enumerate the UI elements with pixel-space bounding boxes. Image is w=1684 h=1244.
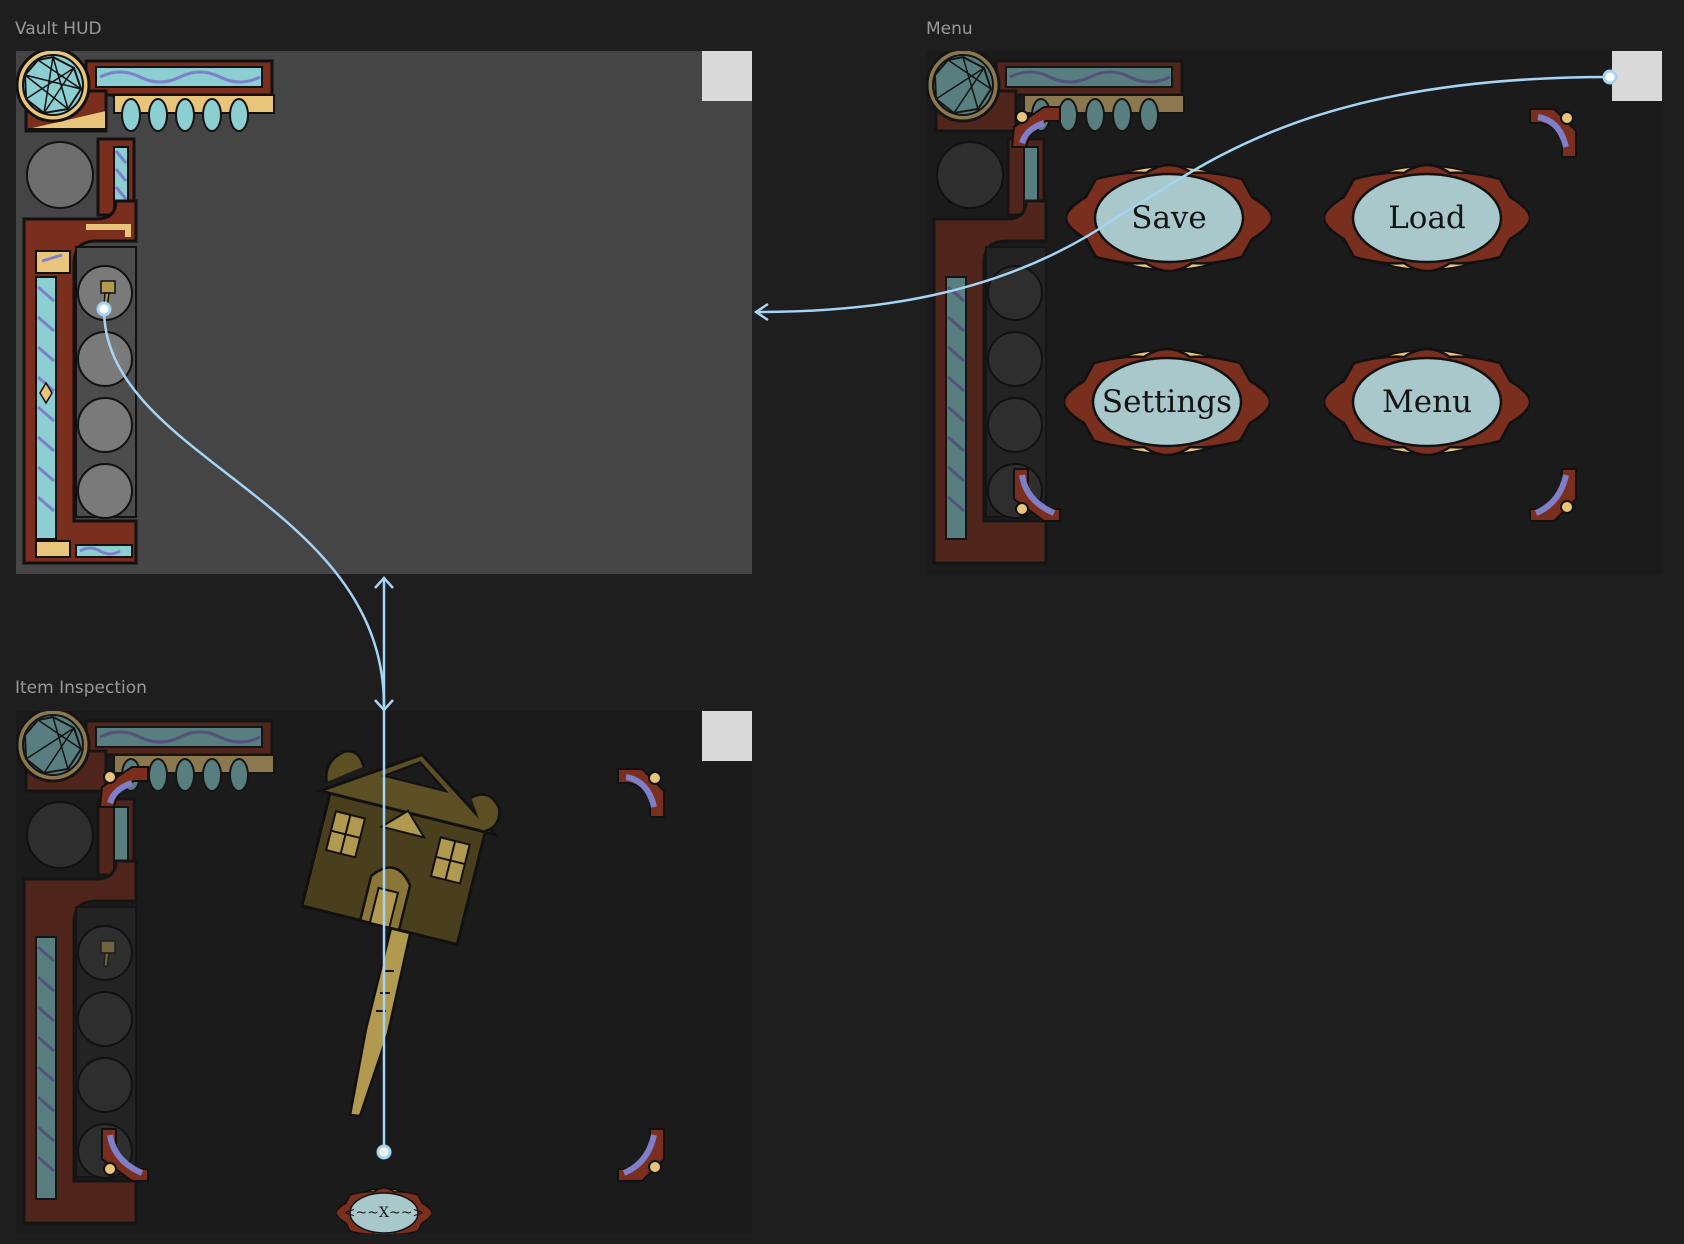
menu-inventory-slot-2 xyxy=(987,331,1043,387)
hud-inventory-slot-4[interactable] xyxy=(77,463,133,519)
key-icon xyxy=(100,940,116,968)
menu-button-label: Menu xyxy=(1381,384,1473,420)
bracket-top-left xyxy=(1010,106,1061,148)
hud-inventory-slot-2[interactable] xyxy=(77,331,133,387)
frame-label-item-inspection: Item Inspection xyxy=(15,678,147,698)
key-icon xyxy=(100,280,116,308)
ornate-button-frame xyxy=(1064,347,1270,457)
settings-button[interactable]: Settings xyxy=(1064,343,1270,461)
settings-button-label: Settings xyxy=(1101,384,1233,420)
item-inspection-frame[interactable]: <~~X~~> xyxy=(16,711,752,1234)
gem-icon xyxy=(16,711,91,783)
link-arrowhead-down xyxy=(374,699,394,712)
menu-inventory-slot-3 xyxy=(987,397,1043,453)
hud-inventory-slot-1[interactable] xyxy=(77,265,133,321)
link-arrowhead-up xyxy=(374,576,394,589)
inspection-inventory-slot-3 xyxy=(77,1057,133,1113)
frame-label-vault-hud: Vault HUD xyxy=(15,19,102,39)
ornate-button-frame xyxy=(336,1187,432,1234)
gem-icon xyxy=(16,51,91,123)
load-button[interactable]: Load xyxy=(1324,159,1530,277)
bracket-top-right xyxy=(1529,108,1577,158)
close-inspection-label: <~~X~~> xyxy=(343,1205,425,1221)
bracket-bottom-left xyxy=(1013,468,1061,522)
save-button-label: Save xyxy=(1131,200,1207,236)
bracket-top-right xyxy=(617,768,665,818)
bracket-bottom-right xyxy=(617,1128,665,1182)
menu-resize-handle[interactable] xyxy=(1612,51,1662,101)
hud-inventory-slot-3[interactable] xyxy=(77,397,133,453)
hud-main-slot[interactable] xyxy=(26,141,94,209)
bracket-bottom-right xyxy=(1529,468,1577,522)
menu-button[interactable]: Menu xyxy=(1324,343,1530,461)
save-button[interactable]: Save xyxy=(1066,159,1272,277)
close-inspection-button[interactable]: <~~X~~> xyxy=(336,1185,432,1234)
inspection-resize-handle[interactable] xyxy=(702,711,752,761)
inspection-main-slot xyxy=(26,801,94,869)
frame-label-menu: Menu xyxy=(926,19,973,39)
inspection-inventory-slot-1 xyxy=(77,925,133,981)
load-button-label: Load xyxy=(1388,200,1466,236)
link-hud-arrowhead xyxy=(753,302,769,322)
menu-frame[interactable]: Save Load Settings Menu xyxy=(926,51,1662,574)
bracket-top-left xyxy=(98,766,149,808)
hud-resize-handle[interactable] xyxy=(702,51,752,101)
vault-hud-frame[interactable] xyxy=(16,51,752,574)
house-key-icon xyxy=(300,750,501,1118)
bracket-bottom-left xyxy=(101,1128,149,1182)
ornate-button-frame xyxy=(1324,347,1530,457)
inspection-inventory-slot-2 xyxy=(77,991,133,1047)
inspection-corner-brackets xyxy=(98,750,665,1182)
menu-corner-brackets xyxy=(1010,106,1577,522)
